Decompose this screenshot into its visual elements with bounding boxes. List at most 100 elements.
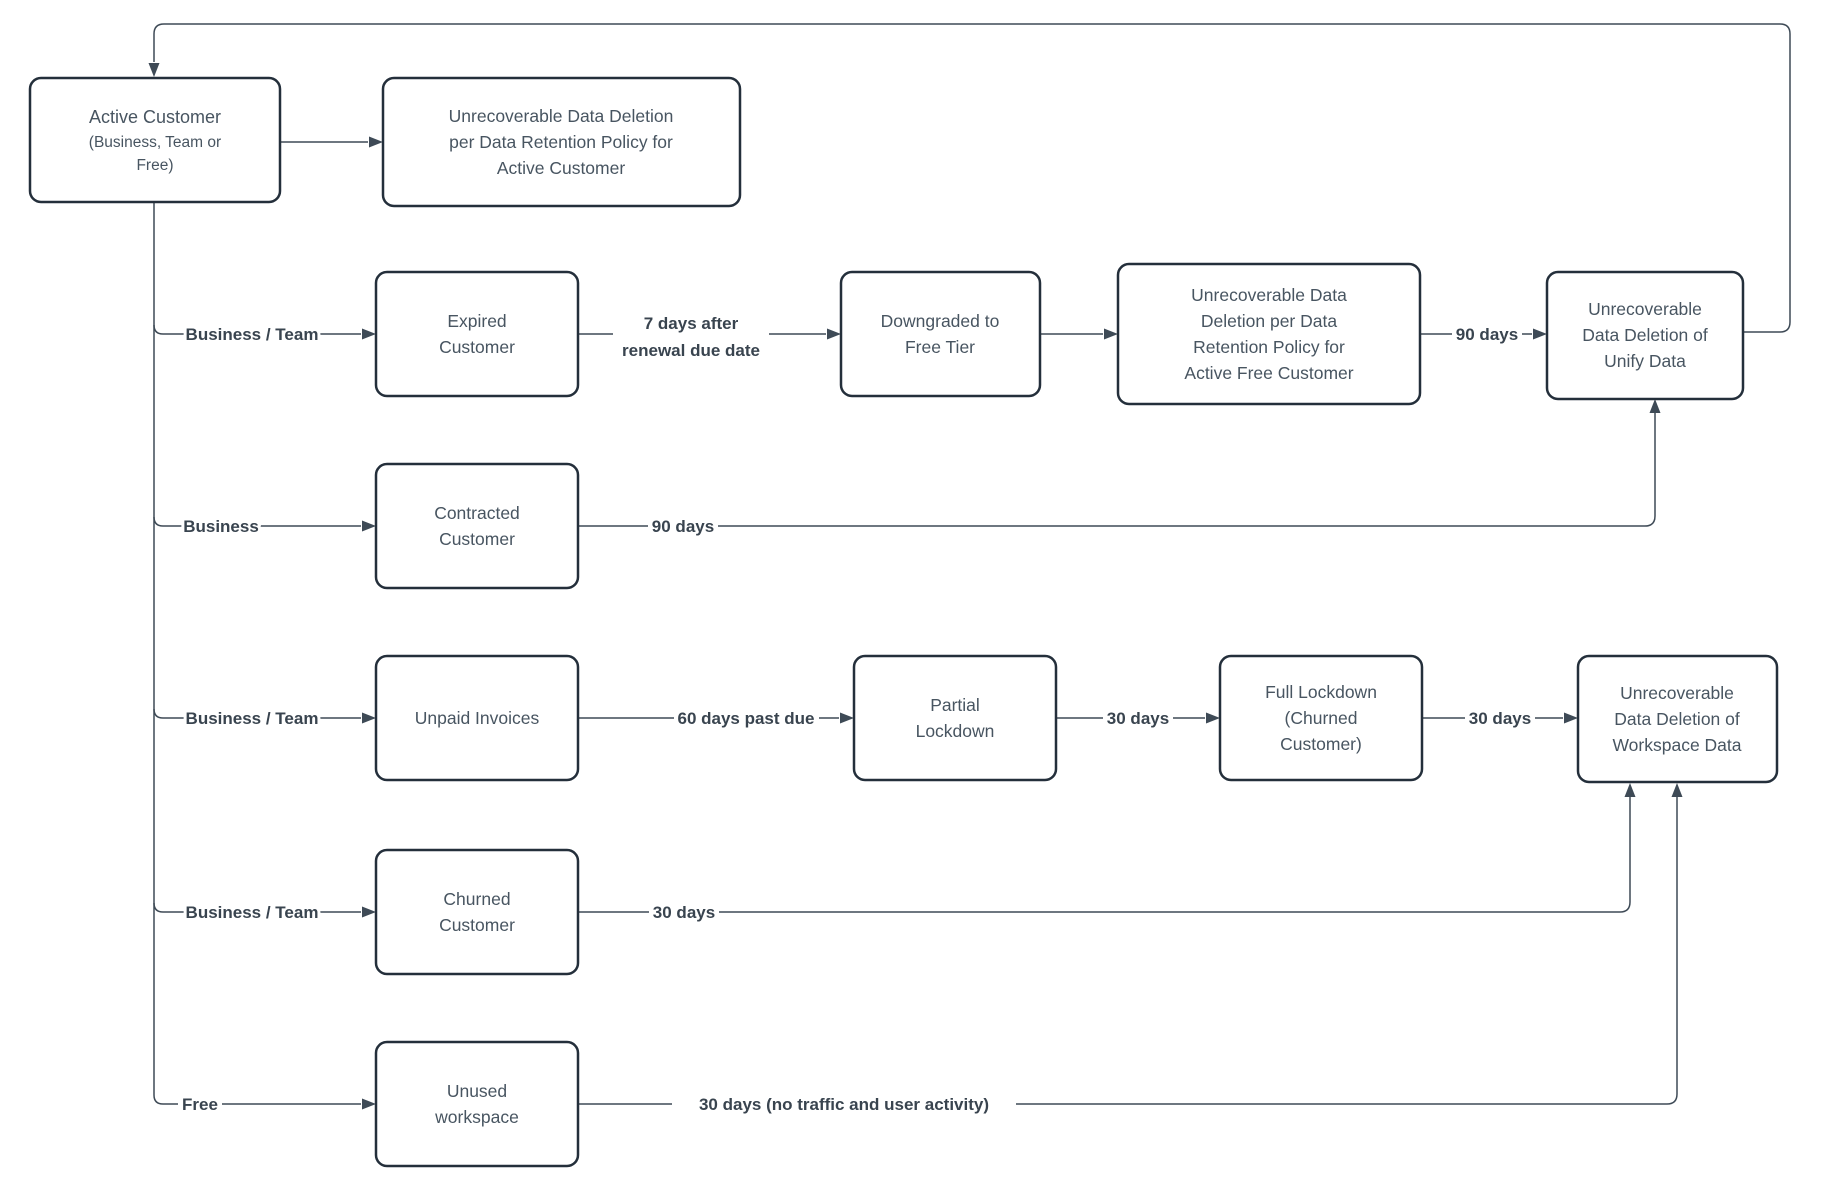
node-partial-lockdown-line1: Partial [930,695,980,715]
node-expired-customer: Expired Customer [374,270,580,398]
node-downgraded-free-tier-box [839,270,1042,398]
node-expired-customer-line2: Customer [439,337,515,357]
node-churned-customer: Churned Customer [374,848,580,976]
node-unused-workspace-line2: workspace [434,1107,519,1127]
node-full-lockdown: Full Lockdown (Churned Customer) [1218,654,1424,782]
node-full-lockdown-line3: Customer) [1280,734,1362,754]
node-deletion-workspace-data-line2: Data Deletion of [1614,709,1740,729]
node-active-customer-line2: (Business, Team or [89,134,221,151]
nodes: Active Customer (Business, Team or Free)… [28,76,1779,1168]
edge-label-unpaid-branch: Business / Team [186,709,319,728]
edge-label-expired-to-downgraded-line2: renewal due date [622,341,760,360]
arrowhead-into-contracted [362,520,376,532]
label-bg-expired-branch [186,324,318,344]
label-bg-unused-branch [178,1094,222,1114]
node-unused-workspace: Unused workspace [374,1040,580,1168]
node-active-customer-line1: Active Customer [89,107,221,127]
label-bg-contracted-to-unify [648,516,718,536]
edge-branch-contracted [153,516,361,527]
node-deletion-active-customer: Unrecoverable Data Deletion per Data Ret… [381,76,742,208]
node-deletion-workspace-data: Unrecoverable Data Deletion of Workspace… [1576,654,1779,784]
node-expired-customer-box [374,270,580,398]
edge-unify-to-active-loop [153,23,1791,333]
edge-label-churned-branch: Business / Team [186,903,319,922]
edge-label-expired-branch: Business / Team [186,325,319,344]
arrowhead-into-expired [362,328,376,340]
node-partial-lockdown-box [852,654,1058,782]
edge-labels: Business / Team 7 days after renewal due… [178,311,1535,1117]
arrowhead-into-workspace-bottom-2 [1671,783,1683,797]
node-deletion-unify-data-box [1545,270,1745,401]
arrowhead-into-deletion-active [369,136,383,148]
node-active-customer-box [28,76,282,204]
arrowhead-into-unpaid [362,712,376,724]
edge-label-contracted-branch: Business [183,517,259,536]
node-unpaid-invoices: Unpaid Invoices [374,654,580,782]
edge-label-unused-branch: Free [182,1095,218,1114]
node-churned-customer-line2: Customer [439,915,515,935]
label-bg-unpaid-to-partial [674,708,819,728]
edge-label-unpaid-to-partial: 60 days past due [677,709,814,728]
node-unpaid-invoices-line1: Unpaid Invoices [415,708,540,728]
label-bg-free-deletion-to-unify [1452,324,1522,344]
edge-label-partial-to-full: 30 days [1107,709,1169,728]
edge-churned-to-workspace [578,797,1631,913]
node-deletion-active-free-customer-line3: Retention Policy for [1193,337,1345,357]
arrowhead-into-unused [362,1098,376,1110]
edge-unused-to-workspace [578,797,1678,1105]
node-deletion-workspace-data-box [1576,654,1779,784]
node-active-customer-line3: Free) [136,157,173,174]
node-unpaid-invoices-box [374,654,580,782]
edge-label-expired-to-downgraded-line1: 7 days after [644,314,739,333]
arrowhead-into-workspace-bottom-1 [1624,783,1636,797]
node-deletion-unify-data-line1: Unrecoverable [1588,299,1702,319]
node-contracted-customer: Contracted Customer [374,462,580,590]
edge-trunk [153,202,361,1105]
node-deletion-workspace-data-line1: Unrecoverable [1620,683,1734,703]
node-downgraded-free-tier-line1: Downgraded to [881,311,1000,331]
node-deletion-unify-data-line3: Unify Data [1604,351,1686,371]
edge-label-free-deletion-to-unify: 90 days [1456,325,1518,344]
edge-label-full-to-workspace: 30 days [1469,709,1531,728]
label-bg-contracted-branch [182,516,260,536]
node-deletion-active-free-customer-line4: Active Free Customer [1184,363,1353,383]
arrowhead-into-workspace-left [1564,712,1578,724]
arrowhead-into-active-top [148,63,160,77]
edge-branch-churned [153,902,361,913]
node-contracted-customer-line1: Contracted [434,503,520,523]
node-deletion-active-free-customer-line1: Unrecoverable Data [1191,285,1347,305]
node-downgraded-free-tier: Downgraded to Free Tier [839,270,1042,398]
node-deletion-active-free-customer: Unrecoverable Data Deletion per Data Ret… [1116,262,1422,406]
edge-label-churned-to-workspace: 30 days [653,903,715,922]
node-deletion-active-free-customer-line2: Deletion per Data [1201,311,1337,331]
node-deletion-active-customer-line1: Unrecoverable Data Deletion [449,106,674,126]
node-deletion-active-customer-line3: Active Customer [497,158,626,178]
label-bg-churned-to-workspace [649,902,719,922]
node-expired-customer-line1: Expired [447,311,506,331]
node-partial-lockdown: Partial Lockdown [852,654,1058,782]
node-churned-customer-line1: Churned [443,889,510,909]
node-downgraded-free-tier-line2: Free Tier [905,337,975,357]
arrowhead-into-unify-bottom [1649,399,1661,413]
label-bg-unused-to-workspace [672,1094,1016,1114]
label-bg-partial-to-full [1103,708,1173,728]
arrowhead-into-downgraded [827,328,841,340]
node-deletion-unify-data: Unrecoverable Data Deletion of Unify Dat… [1545,270,1745,401]
node-active-customer: Active Customer (Business, Team or Free) [28,76,282,204]
edge-branch-unpaid [153,708,361,719]
node-deletion-active-free-customer-box [1116,262,1422,406]
node-contracted-customer-box [374,462,580,590]
node-churned-customer-box [374,848,580,976]
node-contracted-customer-line2: Customer [439,529,515,549]
node-deletion-active-customer-box [381,76,742,208]
arrowhead-into-churned [362,906,376,918]
node-unused-workspace-line1: Unused [447,1081,507,1101]
label-bg-churned-branch [186,902,318,922]
node-full-lockdown-line1: Full Lockdown [1265,682,1377,702]
edge-branch-expired [153,324,361,335]
node-deletion-unify-data-line2: Data Deletion of [1582,325,1708,345]
arrowhead-into-full [1206,712,1220,724]
arrowhead-into-freedeletion [1104,328,1118,340]
